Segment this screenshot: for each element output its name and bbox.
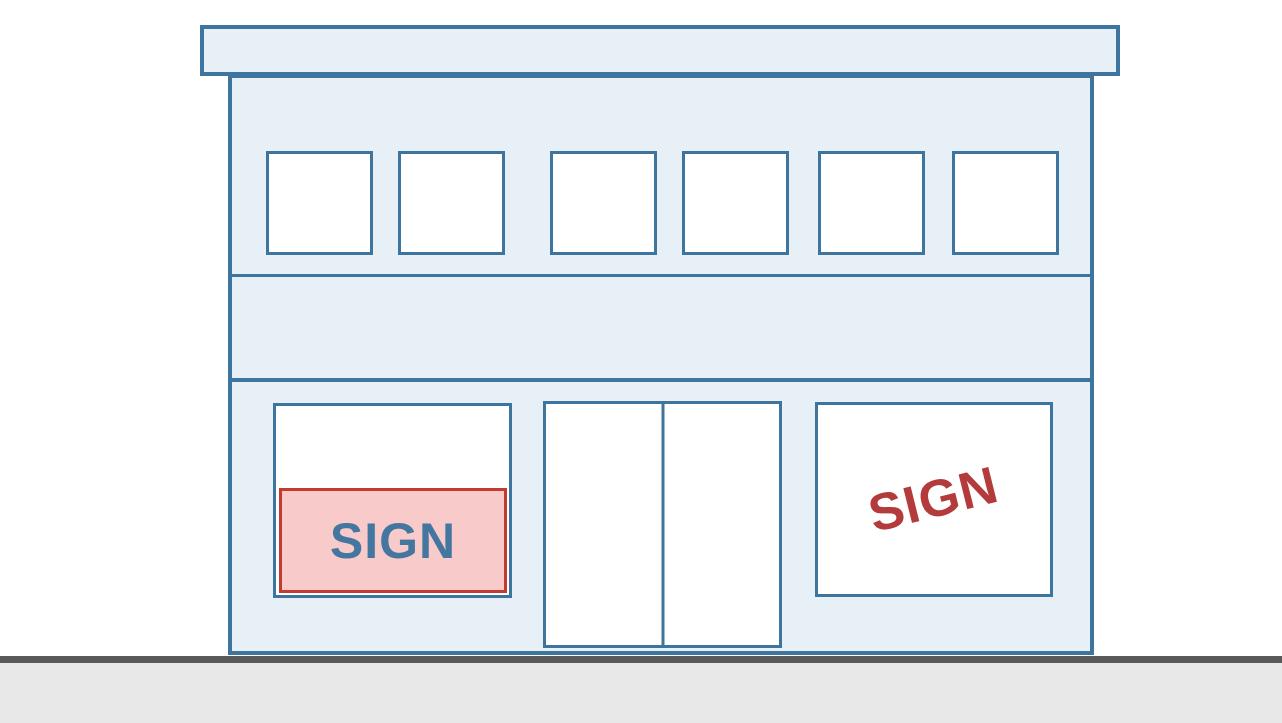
upper-window-6 [952, 151, 1059, 255]
sign-panel: SIGN [279, 488, 507, 593]
upper-window-2 [398, 151, 505, 255]
upper-window-4 [682, 151, 789, 255]
display-window-right: SIGN [815, 402, 1053, 597]
sidewalk-ground [0, 663, 1282, 723]
upper-window-5 [818, 151, 925, 255]
door-divider [661, 404, 664, 645]
upper-window-1 [266, 151, 373, 255]
window-sign-label: SIGN [863, 455, 1005, 544]
upper-window-3 [550, 151, 657, 255]
fascia-bottom-line [232, 378, 1090, 382]
fascia-top-line [232, 274, 1090, 277]
entrance-double-door [543, 401, 782, 648]
roof-parapet [200, 25, 1120, 76]
ground-line [0, 656, 1282, 663]
sign-panel-label: SIGN [329, 512, 457, 569]
